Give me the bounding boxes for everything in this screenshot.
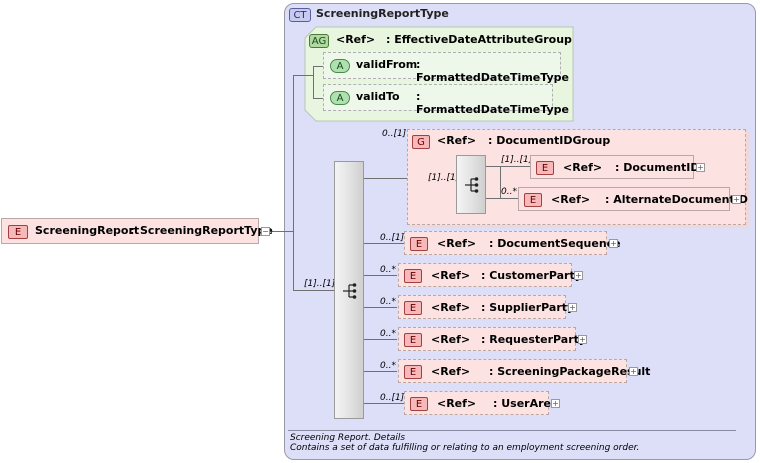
element-ref: <Ref> (551, 193, 591, 206)
element-user-area[interactable]: E <Ref> : UserArea (404, 391, 558, 415)
element-ref: <Ref> (431, 269, 471, 282)
element-badge: E (8, 225, 28, 239)
child-cardinality: [1]..[1] (501, 155, 533, 165)
element-ref: <Ref> (563, 161, 603, 174)
element-badge: E (410, 397, 428, 411)
group-name: : DocumentIDGroup (488, 134, 611, 147)
attribute-group-badge: AG (309, 34, 329, 48)
documentation-divider (288, 430, 736, 431)
child-cardinality: 0..[1] (380, 233, 405, 243)
element-screening-package-result[interactable]: E <Ref> : ScreeningPackageResult (398, 359, 650, 383)
child-connector (364, 243, 404, 244)
child-cardinality: 0..* (380, 329, 396, 339)
element-name: : DocumentSequence (489, 237, 621, 250)
element-requester-party[interactable]: E <Ref> : RequesterParty (398, 327, 586, 351)
ag-attr-spine (313, 66, 314, 98)
element-name: : RequesterParty (481, 333, 587, 346)
child-cardinality: 0..* (380, 297, 396, 307)
element-name: : DocumentID (615, 161, 700, 174)
root-element-screening-report[interactable]: E ScreeningReport : ScreeningReportType (1, 218, 273, 244)
child-cardinality: 0..* (380, 361, 396, 371)
root-element-separator: : (130, 224, 135, 237)
element-supplier-party[interactable]: E <Ref> : SupplierParty (398, 295, 574, 319)
expand-button[interactable]: + (574, 271, 583, 280)
element-alternate-document-id[interactable]: E <Ref> : AlternateDocumentID (518, 187, 748, 211)
element-name: : UserArea (493, 397, 559, 410)
attribute-name: validFrom (356, 58, 418, 71)
expand-button[interactable]: + (732, 195, 741, 204)
group-child-spine (500, 166, 501, 198)
element-name: : ScreeningPackageResult (489, 365, 651, 378)
child-connector (364, 275, 397, 276)
element-ref: <Ref> (437, 397, 477, 410)
element-badge: E (536, 161, 554, 175)
group-child-connector (486, 198, 518, 199)
sequence-cardinality: [1]..[1] (304, 279, 336, 289)
sequence-icon (343, 283, 357, 299)
element-ref: <Ref> (431, 333, 471, 346)
sequence-connector (293, 290, 334, 291)
root-connector (270, 231, 293, 232)
group-sequence-compositor[interactable] (456, 155, 486, 214)
element-name: : CustomerParty (481, 269, 582, 282)
child-cardinality: 0..* (501, 187, 517, 197)
collapse-button[interactable]: − (261, 227, 270, 236)
root-element-type: ScreeningReportType (140, 224, 273, 237)
group-ref: <Ref> (437, 134, 477, 147)
complex-type-badge: CT (289, 8, 311, 22)
attribute-name: validTo (356, 90, 400, 103)
child-cardinality: 0..* (380, 265, 396, 275)
element-ref: <Ref> (431, 365, 471, 378)
element-document-id[interactable]: E <Ref> : DocumentID (530, 155, 700, 179)
element-ref: <Ref> (437, 237, 477, 250)
child-connector (364, 339, 397, 340)
element-name: : AlternateDocumentID (605, 193, 748, 206)
attribute-valid-from[interactable]: A validFrom : FormattedDateTimeType (323, 52, 569, 84)
child-connector (364, 403, 404, 404)
expand-button[interactable]: + (696, 163, 705, 172)
root-element-name: ScreeningReport (35, 224, 140, 237)
attr-connector-2 (313, 98, 323, 99)
element-document-sequence[interactable]: E <Ref> : DocumentSequence (404, 231, 621, 255)
attr-connector-1 (313, 66, 323, 67)
attribute-group-ref: <Ref> (336, 33, 376, 46)
element-badge: E (404, 269, 422, 283)
sequence-compositor[interactable] (334, 161, 364, 419)
child-connector (364, 371, 397, 372)
documentation-title: Screening Report. Details (290, 433, 406, 443)
element-name: : SupplierParty (481, 301, 575, 314)
attribute-group-name[interactable]: : EffectiveDateAttributeGroup (386, 33, 572, 46)
expand-button[interactable]: + (568, 303, 577, 312)
expand-button[interactable]: + (551, 399, 560, 408)
element-customer-party[interactable]: E <Ref> : CustomerParty (398, 263, 582, 287)
group-cardinality: 0..[1] (382, 129, 407, 139)
group-child-connector (486, 166, 500, 167)
element-badge: E (410, 237, 428, 251)
element-badge: E (404, 365, 422, 379)
ag-connector (293, 75, 313, 76)
group-connector (364, 178, 407, 179)
element-ref: <Ref> (431, 301, 471, 314)
attribute-valid-to[interactable]: A validTo : FormattedDateTimeType (323, 84, 569, 116)
attribute-badge: A (330, 59, 350, 73)
attribute-type: : FormattedDateTimeType (416, 58, 569, 84)
child-connector (364, 307, 397, 308)
expand-button[interactable]: + (578, 335, 587, 344)
child-cardinality: 0..[1] (380, 393, 405, 403)
element-badge: E (524, 193, 542, 207)
group-badge: G (412, 135, 430, 149)
attribute-badge: A (330, 91, 350, 105)
expand-button[interactable]: + (609, 239, 618, 248)
sequence-icon (465, 177, 479, 193)
complex-type-name: ScreeningReportType (316, 7, 449, 20)
trunk-line (293, 75, 294, 290)
attribute-type: : FormattedDateTimeType (416, 90, 569, 116)
group-sequence-cardinality: [1]..[1] (428, 173, 460, 183)
element-badge: E (404, 301, 422, 315)
documentation-text: Contains a set of data fulfilling or rel… (290, 443, 640, 453)
group-child-connector (500, 166, 530, 167)
expand-button[interactable]: + (629, 367, 638, 376)
element-badge: E (404, 333, 422, 347)
